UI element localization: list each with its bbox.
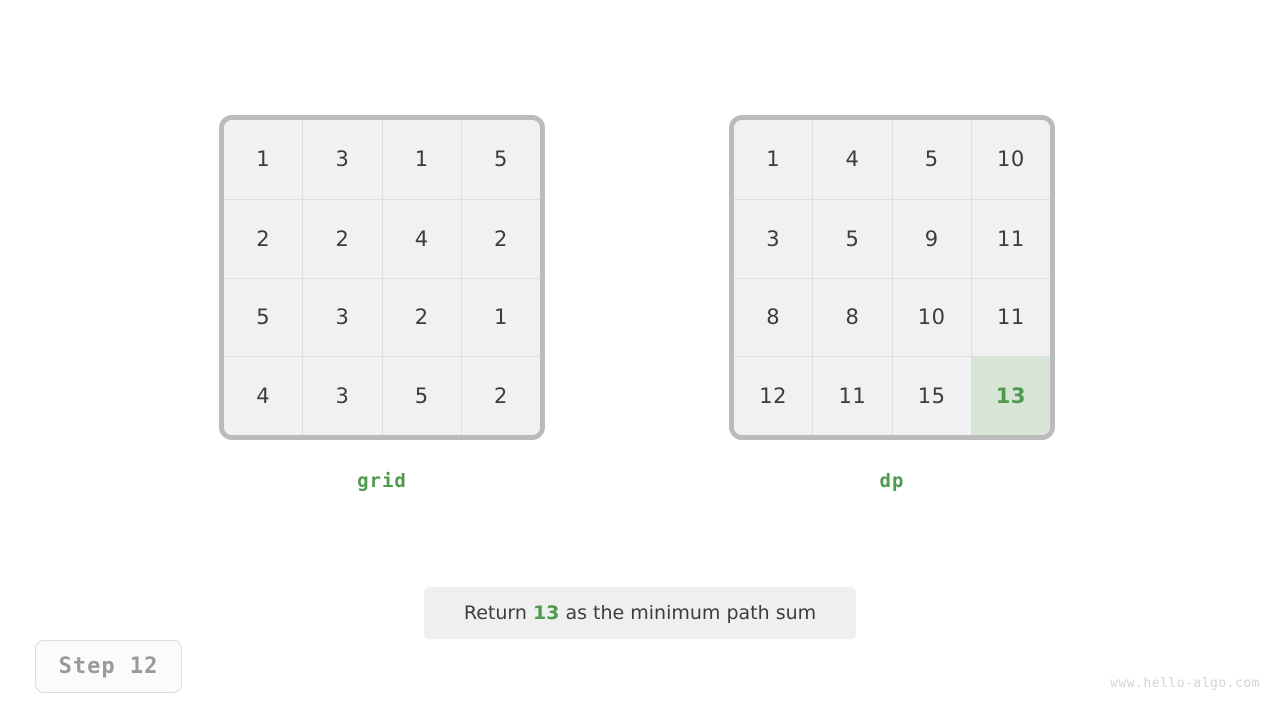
matrix-cell: 5 xyxy=(224,277,303,357)
matrix-cell: 1 xyxy=(224,120,303,199)
matrix-cell: 5 xyxy=(460,120,540,199)
matrix-cell: 2 xyxy=(460,198,540,278)
caption-suffix: as the minimum path sum xyxy=(559,602,817,624)
matrix-cell: 2 xyxy=(460,356,540,435)
matrix-cell: 2 xyxy=(302,198,382,278)
matrix-cell: 8 xyxy=(812,277,892,357)
matrix-cell: 1 xyxy=(381,120,461,199)
matrix-cell: 5 xyxy=(381,356,461,435)
matrix-cell: 1 xyxy=(460,277,540,357)
matrix-cell: 4 xyxy=(381,198,461,278)
caption-prefix: Return xyxy=(463,602,533,624)
matrix-cell: 3 xyxy=(734,198,813,278)
matrix-cell: 9 xyxy=(891,198,971,278)
matrix-cell: 2 xyxy=(381,277,461,357)
watermark: www.hello-algo.com xyxy=(1110,676,1260,691)
matrix-cell: 11 xyxy=(970,198,1050,278)
matrix-cell: 11 xyxy=(812,356,892,435)
matrix-cell: 4 xyxy=(812,120,892,199)
matrix-cell: 5 xyxy=(891,120,971,199)
step-badge-label: Step 12 xyxy=(58,654,159,679)
matrix-cell: 13 xyxy=(970,356,1050,435)
matrix-cell: 12 xyxy=(734,356,813,435)
matrix-grid-label: grid xyxy=(357,470,407,492)
matrix-cell: 15 xyxy=(891,356,971,435)
matrix-cell: 4 xyxy=(224,356,303,435)
matrix-cell: 5 xyxy=(812,198,892,278)
step-badge: Step 12 xyxy=(35,640,182,693)
matrix-cell: 1 xyxy=(734,120,813,199)
matrix-cell: 10 xyxy=(970,120,1050,199)
matrix-cell: 11 xyxy=(970,277,1050,357)
matrix-cell: 3 xyxy=(302,356,382,435)
matrix-cell: 8 xyxy=(734,277,813,357)
matrix-cell: 10 xyxy=(891,277,971,357)
matrix-cell: 3 xyxy=(302,277,382,357)
caption-box: Return 13 as the minimum path sum xyxy=(424,587,856,639)
matrix-cell: 2 xyxy=(224,198,303,278)
matrix-dp-label: dp xyxy=(879,470,905,492)
caption-value: 13 xyxy=(532,602,560,624)
watermark-text: www.hello-algo.com xyxy=(1110,676,1260,691)
matrix-cell: 3 xyxy=(302,120,382,199)
